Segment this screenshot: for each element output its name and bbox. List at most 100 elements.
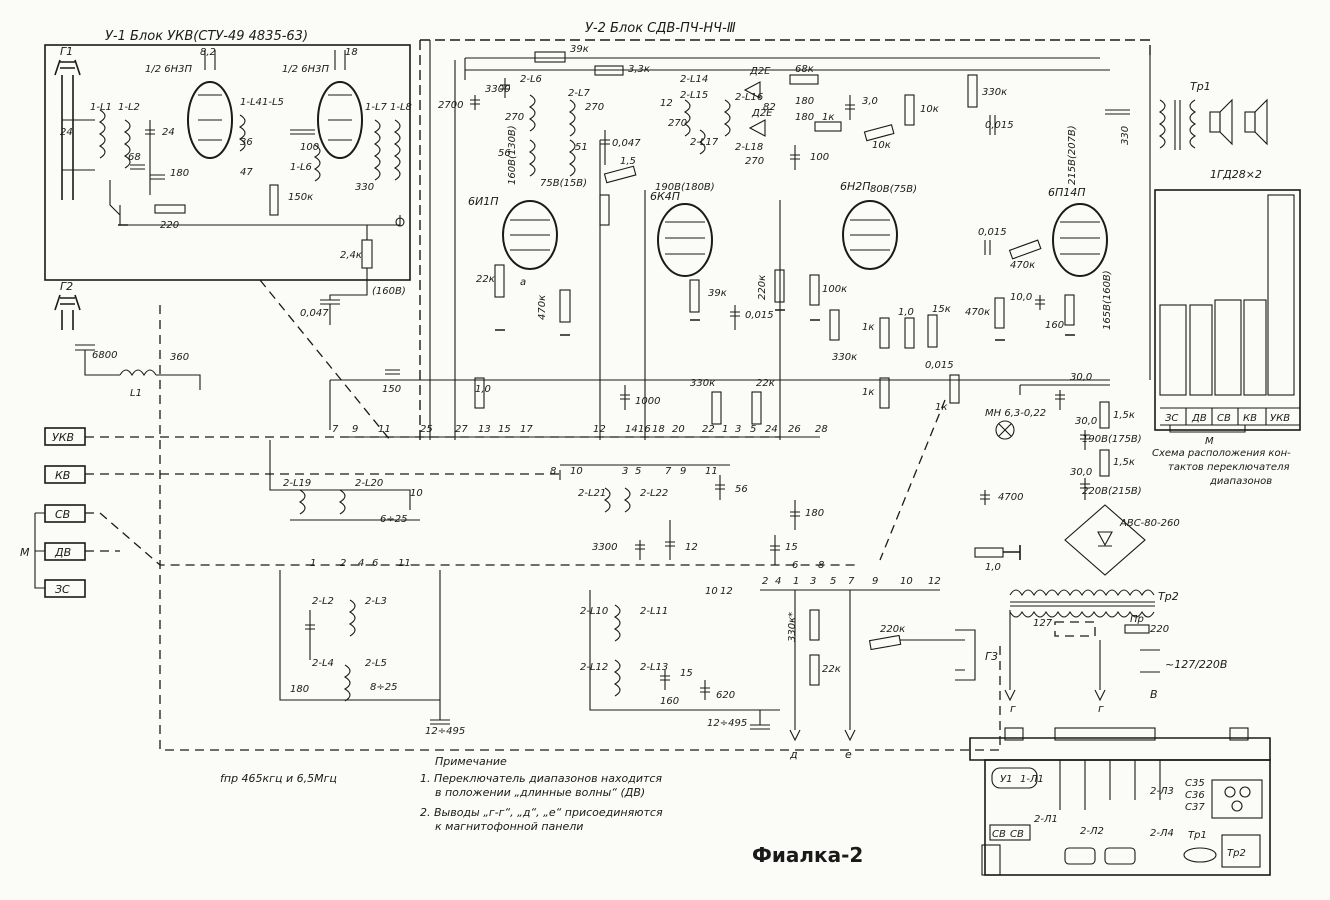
svg-text:2-Л3: 2-Л3 (1150, 786, 1174, 797)
svg-text:270: 270 (745, 156, 764, 167)
svg-text:190В(175В): 190В(175В) (1082, 434, 1142, 445)
svg-text:11: 11 (705, 466, 718, 477)
svg-text:АВС-80-260: АВС-80-260 (1119, 518, 1180, 529)
svg-text:1: 1 (793, 576, 799, 587)
svg-text:26: 26 (788, 424, 801, 435)
svg-text:1к: 1к (935, 402, 947, 413)
block-u2-label: У-2 Блок СДВ-ПЧ-НЧ-Ⅲ (585, 21, 736, 36)
svg-text:2,4к: 2,4к (340, 250, 362, 261)
svg-text:12: 12 (660, 98, 673, 109)
band-button-kv[interactable]: КВ (44, 465, 86, 484)
svg-text:15к: 15к (932, 304, 951, 315)
svg-text:39к: 39к (570, 44, 589, 55)
svg-text:7: 7 (665, 466, 672, 477)
svg-text:2-L16: 2-L16 (735, 92, 763, 103)
svg-text:ДВ: ДВ (1191, 413, 1207, 424)
svg-text:82: 82 (763, 102, 776, 113)
svg-text:2-L2: 2-L2 (312, 596, 334, 607)
tube-6n3p-2: 1/2 6Н3П 18 (282, 47, 363, 159)
svg-text:4700: 4700 (998, 492, 1023, 503)
svg-text:16: 16 (638, 424, 651, 435)
resistor-1k-c (949, 374, 960, 404)
note-1b: в положении „длинные волны“ (ДВ) (435, 786, 645, 799)
resistor-330k-b (829, 309, 840, 341)
svg-text:6К4П: 6К4П (650, 190, 680, 203)
svg-text:1: 1 (310, 558, 316, 569)
svg-text:10: 10 (570, 466, 583, 477)
svg-text:2-L3: 2-L3 (365, 596, 387, 607)
svg-text:470к: 470к (537, 295, 548, 320)
svg-text:220к: 220к (880, 624, 905, 635)
svg-text:24: 24 (765, 424, 778, 435)
band-button-zs[interactable]: ЗС (44, 579, 86, 598)
transformer-tr1 (1158, 99, 1197, 150)
svg-text:10: 10 (410, 488, 423, 499)
svg-text:6И1П: 6И1П (468, 195, 499, 208)
resistor-160 (1064, 294, 1075, 326)
svg-text:2-L5: 2-L5 (365, 658, 387, 669)
svg-text:Тр1: Тр1 (1188, 830, 1207, 841)
svg-text:51: 51 (575, 142, 588, 153)
svg-text:5: 5 (750, 424, 756, 435)
svg-text:270: 270 (585, 102, 604, 113)
svg-text:14: 14 (625, 424, 638, 435)
svg-text:тактов переключателя: тактов переключателя (1168, 462, 1289, 473)
svg-text:2-L4: 2-L4 (312, 658, 334, 669)
svg-text:Г1: Г1 (60, 45, 73, 58)
resistor-330k-a (967, 74, 978, 108)
svg-text:3: 3 (810, 576, 816, 587)
svg-text:СВ: СВ (55, 508, 70, 521)
svg-text:1/2 6Н3П: 1/2 6Н3П (282, 64, 330, 75)
svg-text:2-L10: 2-L10 (580, 606, 608, 617)
resistor-150k (269, 184, 279, 216)
svg-text:30,0: 30,0 (1070, 467, 1092, 478)
resistor-220 (154, 204, 186, 214)
svg-text:(160В): (160В) (372, 286, 406, 297)
band-button-ukv[interactable]: УКВ (44, 427, 86, 446)
coil-1l1 (98, 109, 106, 159)
svg-text:160В(130В): 160В(130В) (507, 125, 518, 185)
svg-text:10к: 10к (872, 140, 891, 151)
svg-text:Г3: Г3 (985, 650, 998, 663)
svg-text:10к: 10к (920, 104, 939, 115)
svg-text:330к: 330к (690, 378, 715, 389)
resistor-1k-b (879, 377, 890, 409)
svg-text:1: 1 (722, 424, 728, 435)
resistor-22k-c (809, 654, 820, 686)
svg-text:2-L20: 2-L20 (355, 478, 383, 489)
svg-text:9: 9 (680, 466, 686, 477)
svg-text:9: 9 (352, 424, 358, 435)
svg-text:М: М (1205, 436, 1214, 447)
svg-text:180: 180 (290, 684, 309, 695)
potentiometer-1-0 (974, 547, 1004, 558)
band-button-sv[interactable]: СВ (44, 504, 86, 523)
resistor-1-0 (904, 317, 915, 349)
svg-text:1-L7: 1-L7 (365, 102, 388, 113)
svg-text:330: 330 (1120, 126, 1131, 145)
fuse-selector (1054, 621, 1096, 637)
svg-text:2-L19: 2-L19 (283, 478, 311, 489)
svg-text:2-L18: 2-L18 (735, 142, 763, 153)
band-button-dv[interactable]: ДВ (44, 542, 86, 561)
note-2b: к магнитофонной панели (435, 820, 583, 833)
svg-text:30,0: 30,0 (1070, 372, 1092, 383)
svg-text:68: 68 (128, 152, 141, 163)
svg-text:а: а (520, 277, 526, 288)
resistor-470k-a (559, 289, 571, 323)
svg-text:8,2: 8,2 (200, 47, 216, 58)
resistor-1-5 (603, 165, 637, 184)
svg-text:1к: 1к (862, 322, 874, 333)
resistor-220k-b (868, 634, 902, 651)
svg-text:100: 100 (810, 152, 829, 163)
page-title: Фиалка-2 (752, 843, 863, 867)
svg-text:3,0: 3,0 (862, 96, 878, 107)
svg-text:6800: 6800 (92, 350, 117, 361)
svg-text:270: 270 (505, 112, 524, 123)
svg-text:100к: 100к (822, 284, 847, 295)
svg-text:ЗС: ЗС (1165, 413, 1178, 424)
svg-text:В: В (1150, 688, 1158, 701)
svg-text:ДВ: ДВ (54, 546, 71, 559)
svg-text:6П14П: 6П14П (1048, 186, 1086, 199)
svg-text:Тр2: Тр2 (1227, 848, 1246, 859)
